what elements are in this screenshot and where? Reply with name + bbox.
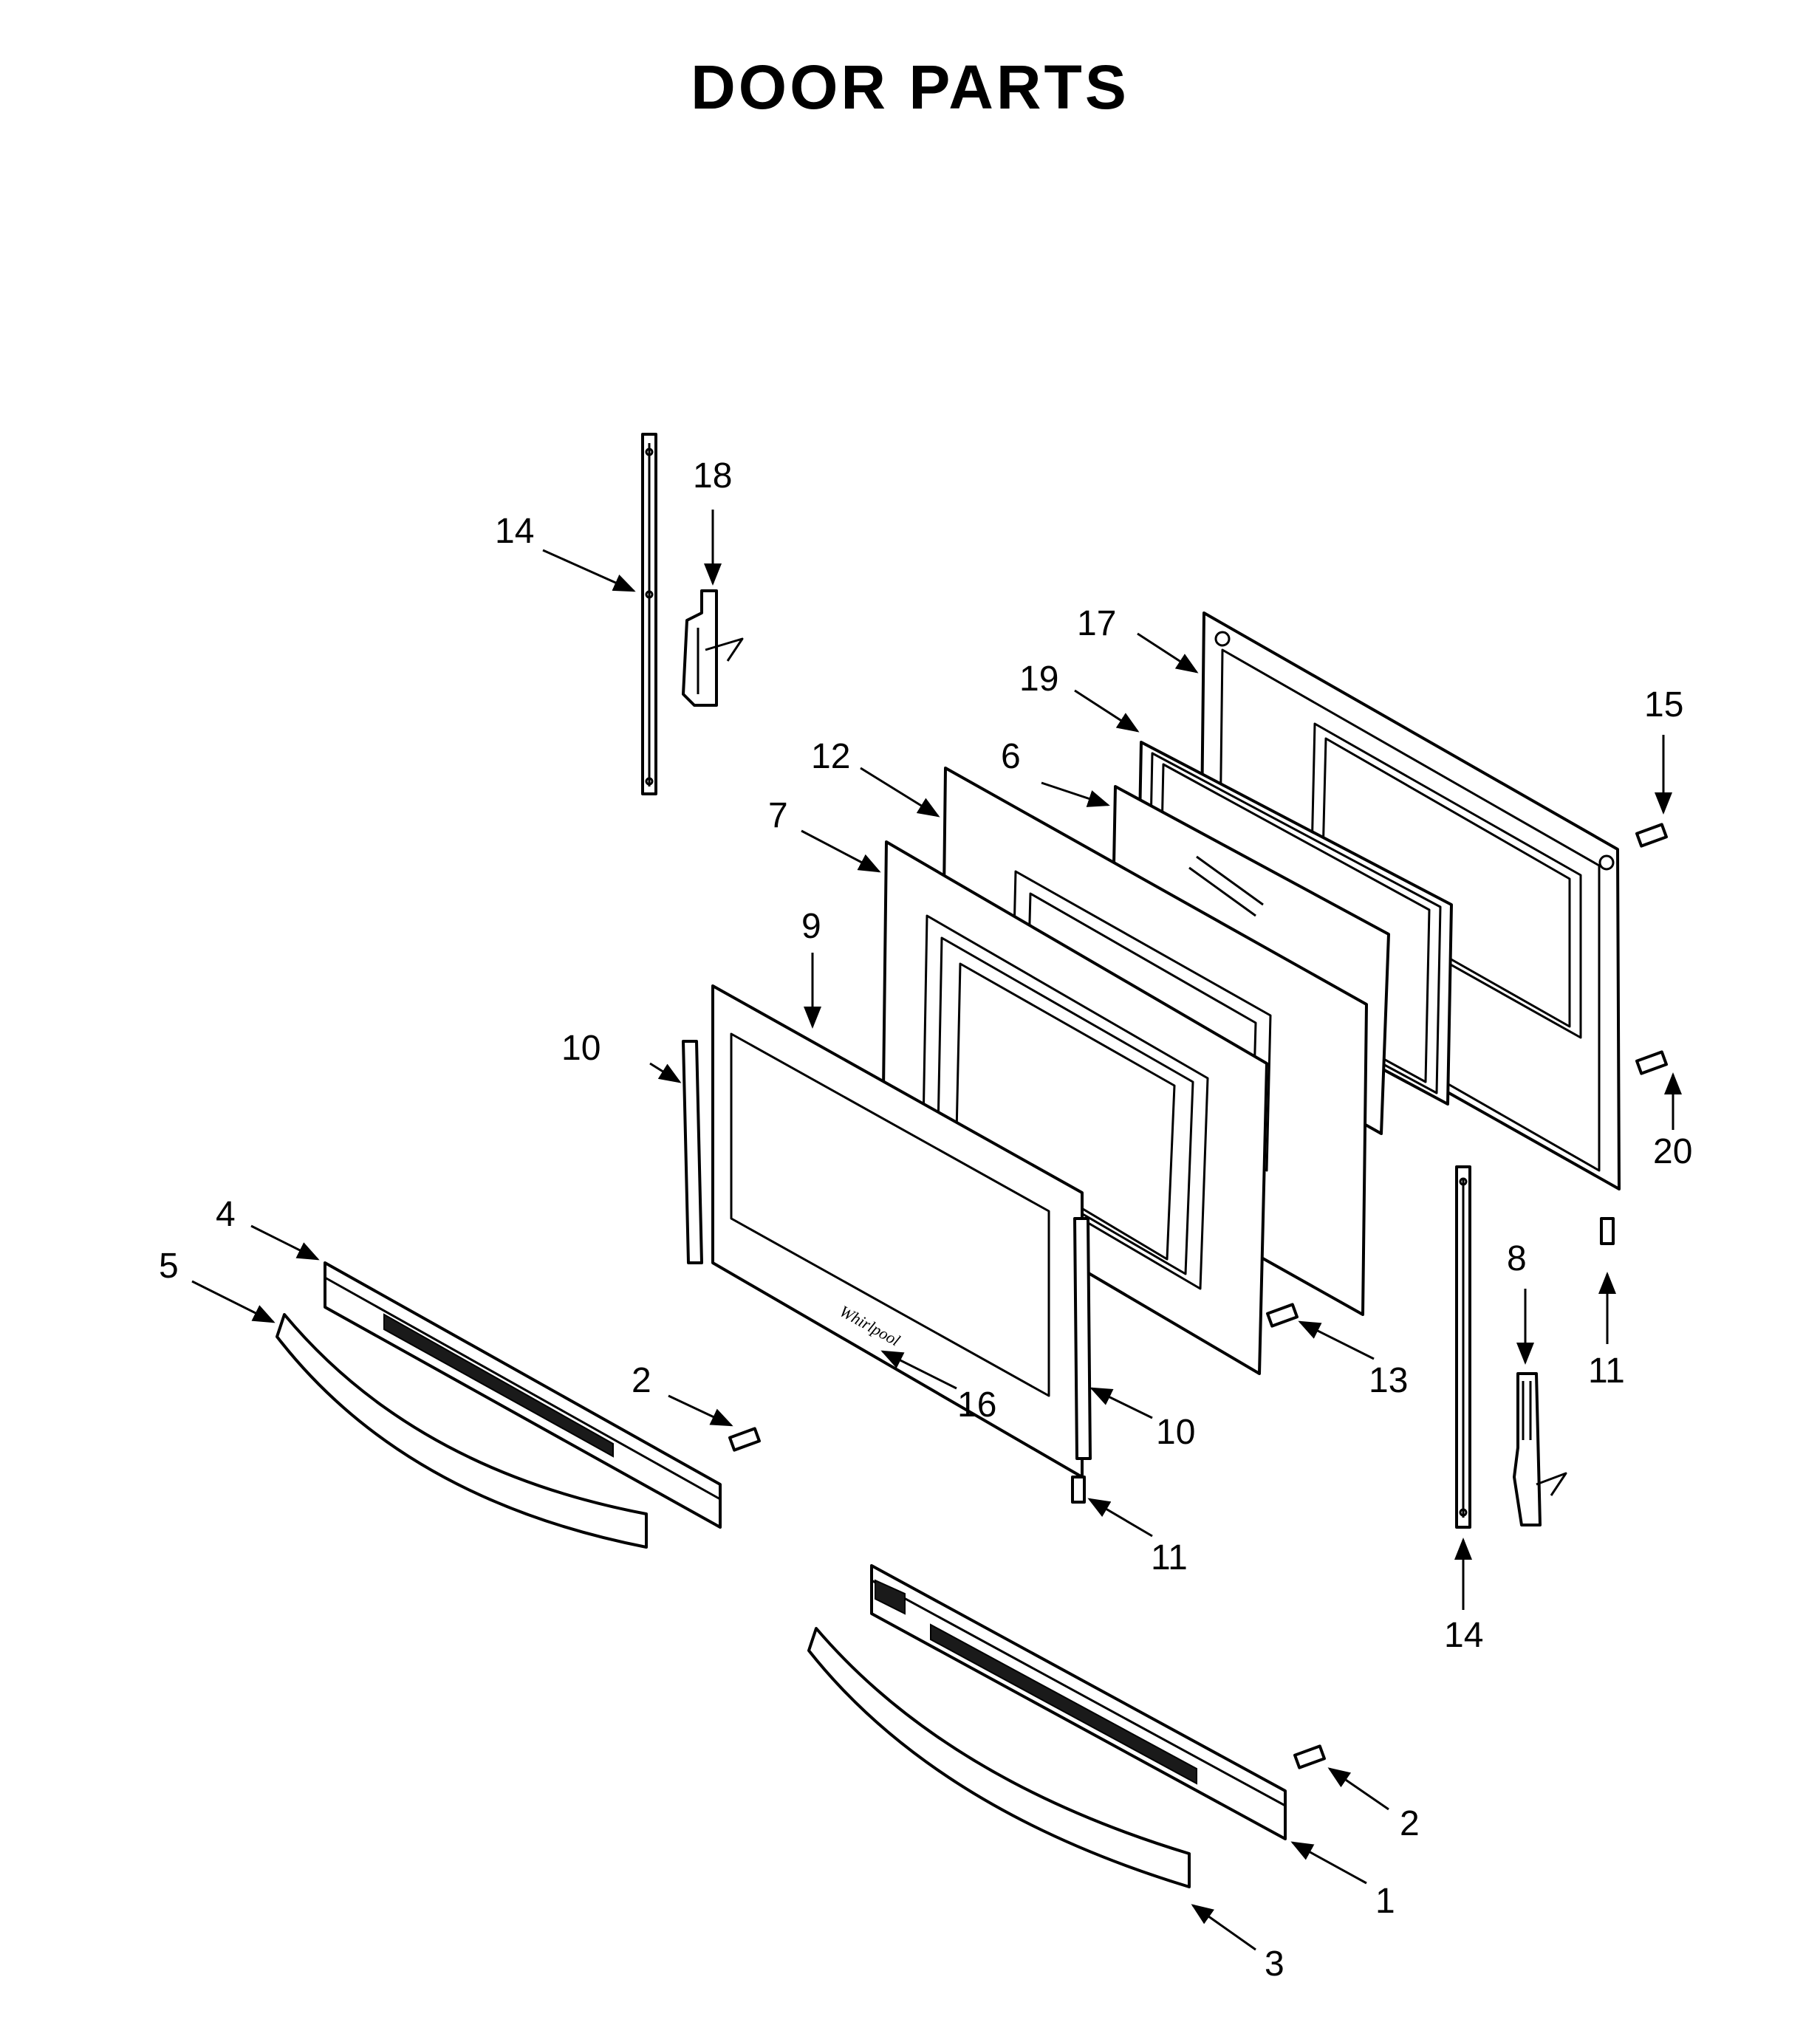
- leader-17: [1137, 632, 1199, 674]
- callout-4: 4: [216, 1195, 236, 1234]
- hinge-receiver-bar-bottom: [1455, 1165, 1471, 1529]
- callout-14-bottom: 14: [1444, 1616, 1483, 1655]
- callout-11-right: 11: [1588, 1351, 1625, 1391]
- hinge-receiver-bar-top: [641, 433, 657, 795]
- callout-11-mid: 11: [1151, 1538, 1188, 1577]
- leader-2-left: [668, 1394, 733, 1427]
- callout-1: 1: [1375, 1882, 1395, 1921]
- callout-labels: 14 18 17 19 15 12 6 7 9 10 20 4 5 8 13 1…: [159, 456, 1692, 1984]
- door-hinge-top: [682, 589, 744, 707]
- callout-13: 13: [1369, 1361, 1408, 1400]
- callout-7: 7: [768, 796, 788, 835]
- lower-door-handle: [807, 1627, 1191, 1888]
- callout-10-left: 10: [561, 1029, 601, 1068]
- leader-10-left: [649, 1062, 682, 1083]
- leader-12: [860, 767, 940, 818]
- leader-1: [1290, 1841, 1367, 1885]
- screw-2-left: [728, 1427, 761, 1452]
- leader-11-mid: [1087, 1498, 1153, 1538]
- diagram-title: DOOR PARTS: [691, 52, 1129, 122]
- screw-20: [1635, 1050, 1668, 1075]
- leader-3: [1191, 1904, 1256, 1951]
- callout-19: 19: [1019, 659, 1058, 699]
- leader-arrows: [191, 510, 1682, 1951]
- leader-19: [1074, 689, 1140, 733]
- door-inner-frame: [881, 840, 1268, 1375]
- outer-door-glass: Whirlpool: [711, 984, 1084, 1478]
- leader-16: [880, 1350, 957, 1390]
- callout-5: 5: [159, 1247, 179, 1286]
- callout-12: 12: [811, 737, 850, 776]
- leader-14-top: [542, 549, 636, 592]
- screw-13: [1266, 1303, 1299, 1328]
- screw-11-mid: [1071, 1476, 1086, 1504]
- callout-9: 9: [801, 907, 821, 946]
- callout-8: 8: [1507, 1239, 1527, 1278]
- door-hinge-bottom: [1513, 1372, 1567, 1526]
- callout-16: 16: [957, 1385, 996, 1425]
- leader-4: [250, 1224, 320, 1261]
- leader-13: [1298, 1320, 1375, 1360]
- door-side-trim-left: [682, 1040, 703, 1264]
- leader-10-right: [1089, 1387, 1153, 1419]
- callout-18: 18: [693, 456, 732, 496]
- leader-7: [801, 829, 881, 873]
- callout-17: 17: [1077, 604, 1116, 643]
- screw-2-right: [1293, 1744, 1326, 1769]
- callout-2-left: 2: [632, 1361, 651, 1400]
- callout-3: 3: [1265, 1944, 1284, 1984]
- screw-15: [1635, 823, 1668, 848]
- callout-20: 20: [1653, 1132, 1692, 1171]
- callout-6: 6: [1001, 737, 1021, 776]
- lower-vent-trim: [870, 1564, 1287, 1840]
- screw-11-right: [1600, 1217, 1615, 1245]
- leader-5: [191, 1280, 276, 1323]
- upper-door-handle: [276, 1313, 648, 1549]
- callout-2-right: 2: [1400, 1804, 1420, 1843]
- callout-14-top: 14: [495, 512, 534, 551]
- door-side-trim-right: [1073, 1217, 1092, 1460]
- callout-10-right: 10: [1156, 1413, 1195, 1452]
- callout-15: 15: [1644, 685, 1683, 724]
- upper-vent-trim: [324, 1261, 722, 1529]
- leader-2-right: [1327, 1767, 1389, 1811]
- leader-6: [1041, 781, 1110, 807]
